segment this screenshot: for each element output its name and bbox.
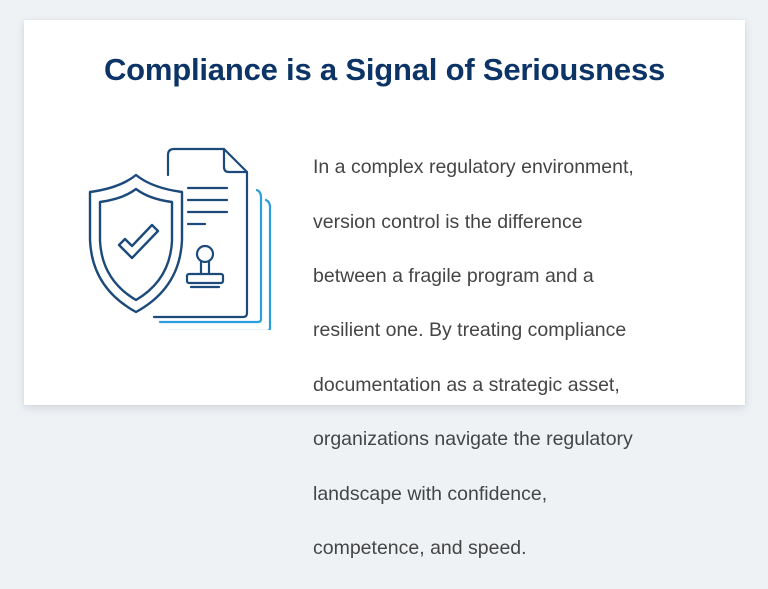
body-line: landscape with confidence,	[313, 482, 548, 505]
body-line: In a complex regulatory environment,	[313, 156, 634, 179]
slide-title: Compliance is a Signal of Seriousness	[103, 52, 666, 87]
body-line: documentation as a strategic asset,	[313, 373, 620, 396]
shield-check-icon	[88, 173, 184, 314]
compliance-illustration	[88, 147, 272, 330]
body-line: version control is the difference	[313, 210, 583, 233]
slide-body: In a complex regulatory environment, ver…	[313, 127, 733, 589]
body-line: organizations navigate the regulatory	[313, 428, 633, 451]
document-stamp-icon	[152, 147, 249, 319]
slide-card: Compliance is a Signal of Seriousness	[24, 20, 745, 559]
body-line: competence, and speed.	[313, 537, 527, 560]
document-stack-icon	[158, 188, 272, 330]
body-line: resilient one. By treating compliance	[313, 319, 627, 342]
body-line: between a fragile program and a	[313, 265, 594, 288]
